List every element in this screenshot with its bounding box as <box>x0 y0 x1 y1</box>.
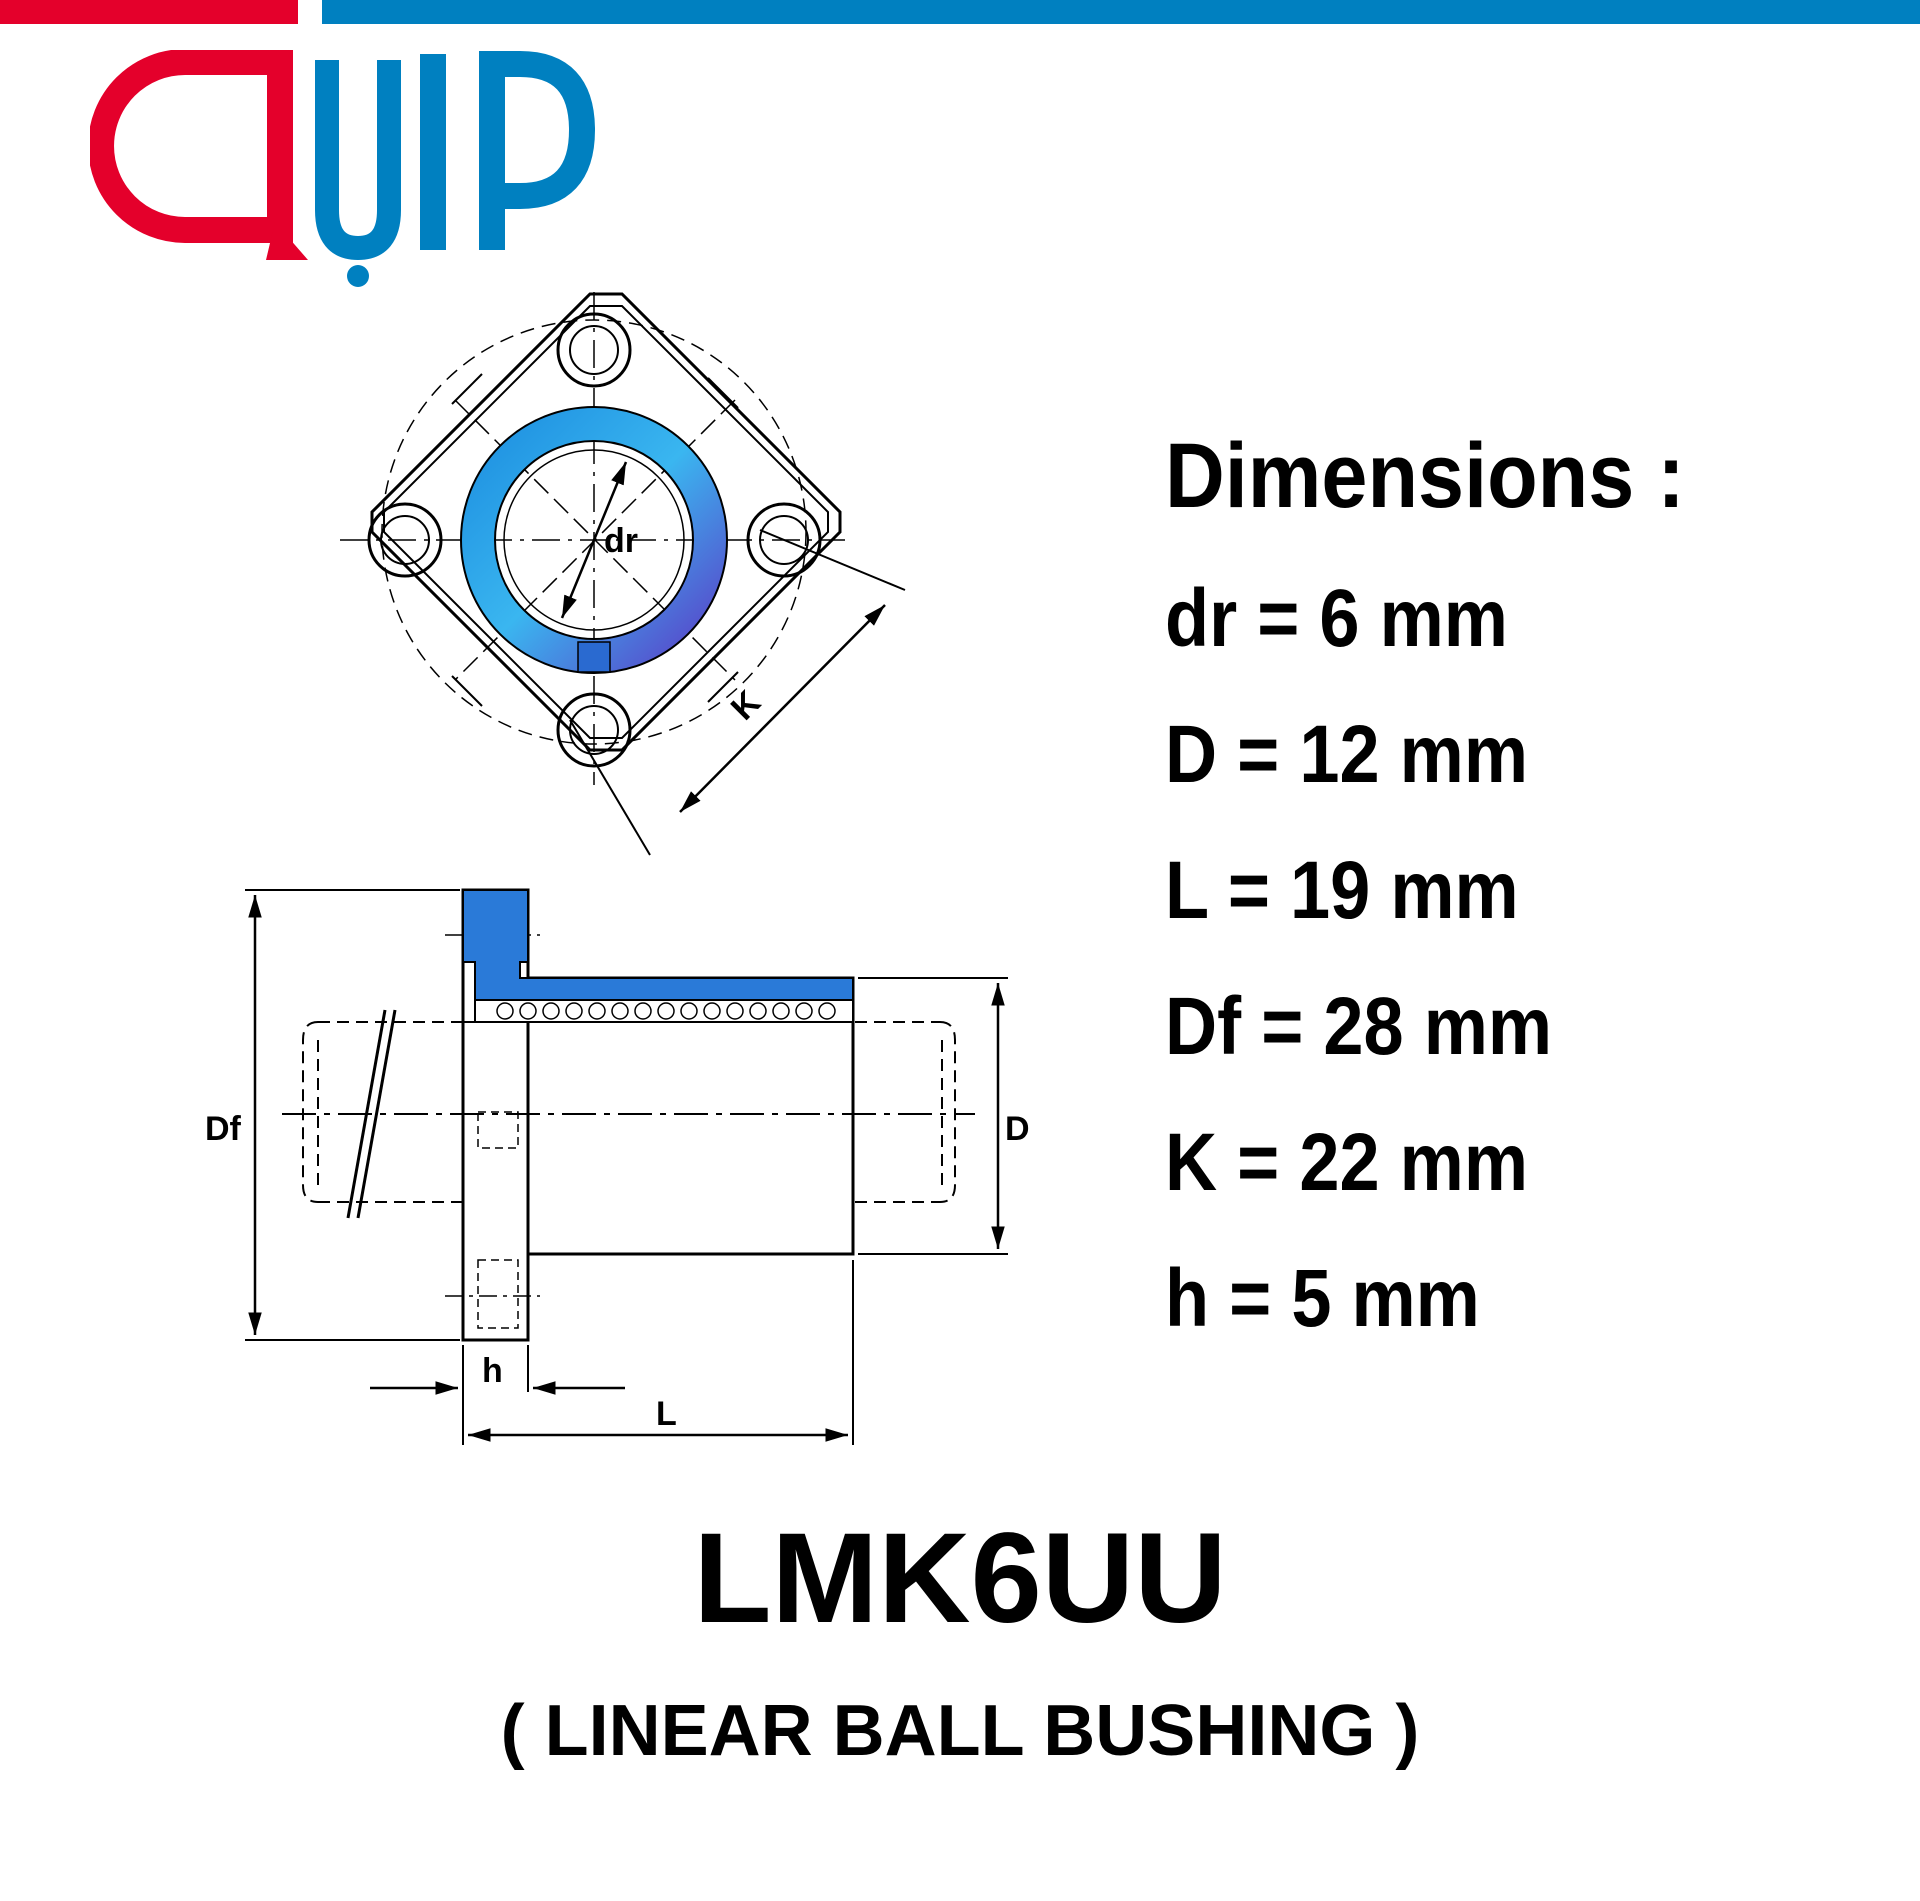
label-K: K <box>724 683 769 728</box>
dimension-L: L = 19 mm <box>1165 845 1519 936</box>
flange-section <box>462 889 854 1001</box>
label-Df: Df <box>205 1110 242 1148</box>
dimension-K: K = 22 mm <box>1165 1117 1528 1208</box>
dimension-dr: dr = 6 mm <box>1165 573 1508 664</box>
dimension-D: D = 12 mm <box>1165 709 1528 800</box>
top-view <box>340 292 845 785</box>
label-h: h <box>482 1352 503 1390</box>
ball-row <box>496 1002 836 1020</box>
label-D: D <box>1005 1110 1030 1148</box>
side-view <box>282 888 975 1342</box>
dimensions-panel: Dimensions : dr = 6 mm D = 12 mm L = 19 … <box>1165 430 1743 1394</box>
top-bar-blue <box>322 0 1920 24</box>
dimensions-title: Dimensions : <box>1165 425 1685 527</box>
quip-logo <box>90 50 596 287</box>
dimension-Df: Df = 28 mm <box>1165 981 1553 1072</box>
label-dr: dr <box>604 522 638 560</box>
product-type: ( LINEAR BALL BUSHING ) <box>500 1691 1420 1771</box>
dimension-K <box>569 529 906 856</box>
product-model: LMK6UU <box>693 1507 1227 1650</box>
label-L: L <box>656 1395 677 1433</box>
dimension-h: h = 5 mm <box>1165 1253 1480 1344</box>
top-bar-red <box>0 0 298 24</box>
